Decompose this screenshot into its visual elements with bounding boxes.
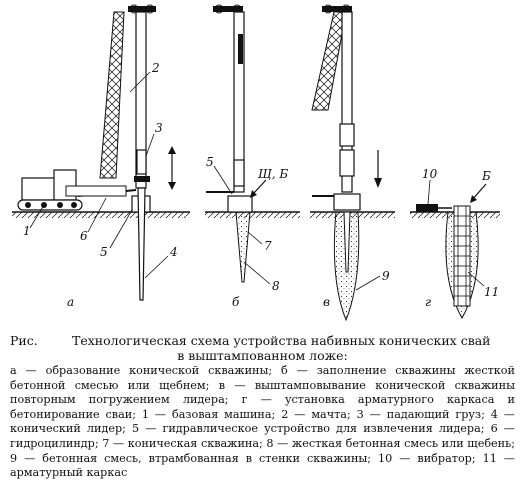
- label-sh-b: Щ, Б: [258, 167, 288, 181]
- pile-installation-diagram: 1 2 3 4 6 5 а 5 Щ, Б 7 8 б: [12, 4, 500, 322]
- label-2: 2: [151, 61, 160, 75]
- label-b-arrow: Б: [481, 169, 491, 183]
- label-5-panel-b: 5: [206, 155, 214, 169]
- label-8: 8: [272, 279, 280, 293]
- panel-a: [12, 4, 190, 301]
- panel-b: [205, 4, 300, 285]
- panel-label-b: б: [232, 295, 240, 309]
- label-11: 11: [484, 285, 499, 299]
- panel-v: [310, 4, 395, 322]
- panel-label-v: в: [323, 295, 330, 309]
- figure-caption: Рис. Технологическая схема устройства наб…: [10, 333, 515, 481]
- panel-label-g: г: [425, 295, 431, 309]
- caption-title-line1: Технологическая схема устройства набивны…: [72, 333, 491, 348]
- caption-heading: Рис. Технологическая схема устройства наб…: [10, 333, 515, 348]
- caption-title-line2: в выштампованном ложе:: [177, 348, 348, 363]
- label-1: 1: [23, 224, 31, 238]
- label-5-panel-a: 5: [100, 245, 108, 259]
- label-6: 6: [80, 229, 88, 243]
- label-9: 9: [382, 269, 390, 283]
- panel-g: [410, 179, 500, 319]
- caption-body: а — образование конической скважины; б —…: [10, 364, 515, 480]
- label-10: 10: [422, 167, 438, 181]
- label-7: 7: [264, 239, 272, 253]
- caption-label: Рис.: [10, 333, 38, 348]
- label-4: 4: [169, 245, 178, 259]
- label-3: 3: [155, 121, 163, 135]
- panel-label-a: а: [67, 295, 74, 309]
